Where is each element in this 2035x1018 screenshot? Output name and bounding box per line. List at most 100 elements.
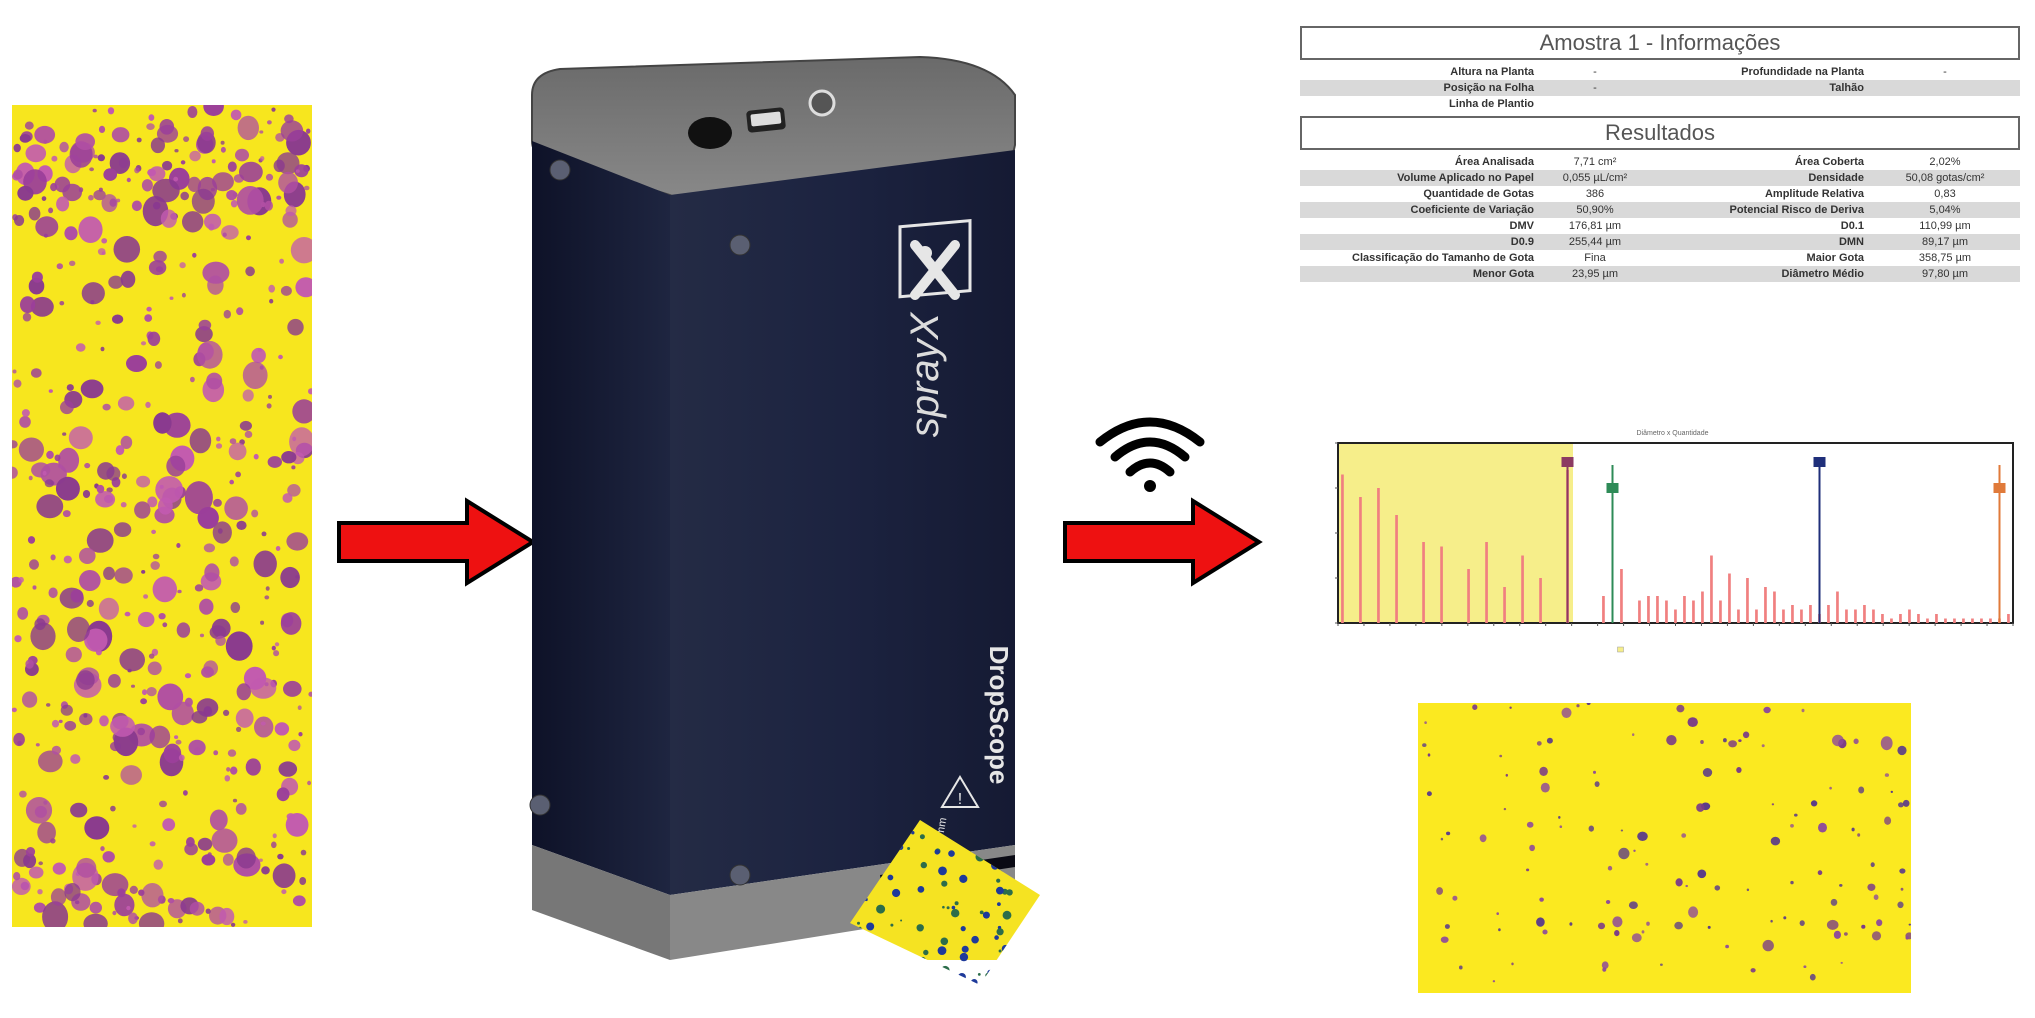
row-value: 176,81 µm (1568, 220, 1622, 232)
droplet (184, 481, 213, 515)
droplet (278, 171, 298, 194)
droplet (1029, 845, 1035, 850)
droplet (882, 850, 888, 857)
droplet (258, 858, 263, 862)
droplet (900, 919, 903, 922)
droplet (13, 732, 25, 747)
droplet (199, 598, 214, 615)
droplet (268, 284, 276, 293)
bar (1764, 587, 1767, 623)
droplet (1832, 734, 1844, 747)
droplet (195, 326, 213, 343)
droplet (1030, 914, 1038, 923)
bar (1944, 618, 1947, 623)
droplet (287, 318, 304, 336)
bar (1791, 605, 1794, 623)
droplet (992, 857, 996, 861)
bar (1926, 618, 1929, 623)
droplet (1446, 831, 1451, 836)
droplet (12, 877, 31, 895)
droplet (897, 844, 904, 850)
droplet (1833, 930, 1841, 939)
droplet (144, 314, 153, 322)
droplet (138, 912, 165, 927)
droplet (189, 428, 212, 454)
droplet (79, 570, 101, 591)
row-value: 7,71 cm² (1573, 156, 1617, 168)
droplet (941, 880, 948, 887)
droplet (982, 911, 990, 919)
droplet (18, 576, 24, 583)
droplet (268, 394, 272, 399)
droplet (253, 453, 259, 460)
droplet (1427, 753, 1431, 757)
droplet (114, 893, 135, 917)
droplet (191, 710, 208, 724)
droplet (251, 347, 266, 364)
droplet (892, 888, 901, 898)
droplet (140, 698, 148, 705)
droplet (110, 715, 136, 737)
droplet (153, 859, 164, 870)
droplet (940, 937, 949, 946)
droplet (1001, 944, 1010, 953)
droplet (276, 787, 290, 802)
droplet (152, 576, 177, 603)
droplet (37, 889, 43, 895)
droplet (996, 878, 1001, 883)
row-label: Potencial Risco de Deriva (1729, 204, 1865, 216)
droplet (855, 955, 865, 965)
svg-text:!: ! (958, 791, 962, 808)
droplet (113, 236, 141, 263)
droplet (220, 140, 225, 145)
droplet (213, 750, 219, 756)
row-value: - (1593, 66, 1597, 78)
row-value: - (1593, 82, 1597, 94)
droplet (1803, 965, 1807, 968)
droplet (62, 510, 71, 518)
droplet (19, 416, 31, 428)
droplet (308, 691, 312, 697)
droplet (102, 851, 115, 863)
droplet (1614, 930, 1620, 937)
droplet (889, 842, 899, 852)
droplet (209, 625, 227, 640)
droplet (997, 902, 1001, 906)
row-value (1870, 86, 2020, 90)
droplet (890, 923, 894, 927)
droplet (917, 886, 925, 893)
droplet (120, 270, 136, 288)
inserted-card-droplets (850, 820, 1040, 985)
droplet (957, 973, 966, 981)
bar (1854, 609, 1857, 623)
droplet (282, 211, 298, 228)
droplet (868, 970, 877, 979)
droplet (1750, 968, 1756, 973)
row-label: Menor Gota (1472, 268, 1534, 280)
bar (1674, 609, 1677, 623)
droplet (109, 152, 131, 174)
report-panel: Amostra 1 - Informações Altura na Planta… (1300, 22, 2020, 394)
row-label: Profundidade na Planta (1741, 66, 1864, 78)
droplet (13, 379, 22, 388)
droplet (113, 522, 132, 537)
droplet (25, 847, 36, 857)
droplet (106, 466, 121, 481)
droplet (291, 465, 296, 470)
bar (1485, 542, 1488, 623)
droplet (155, 476, 184, 504)
droplet (75, 343, 86, 352)
droplet (276, 195, 282, 200)
droplet (62, 183, 82, 202)
droplet (264, 200, 273, 211)
droplet (1761, 744, 1765, 748)
droplet (1738, 739, 1742, 742)
droplet (1674, 921, 1683, 930)
droplet (147, 661, 162, 676)
droplet (145, 401, 151, 408)
droplet (153, 250, 167, 263)
droplet (183, 136, 190, 142)
bar (1980, 618, 1983, 623)
droplet (108, 275, 124, 289)
